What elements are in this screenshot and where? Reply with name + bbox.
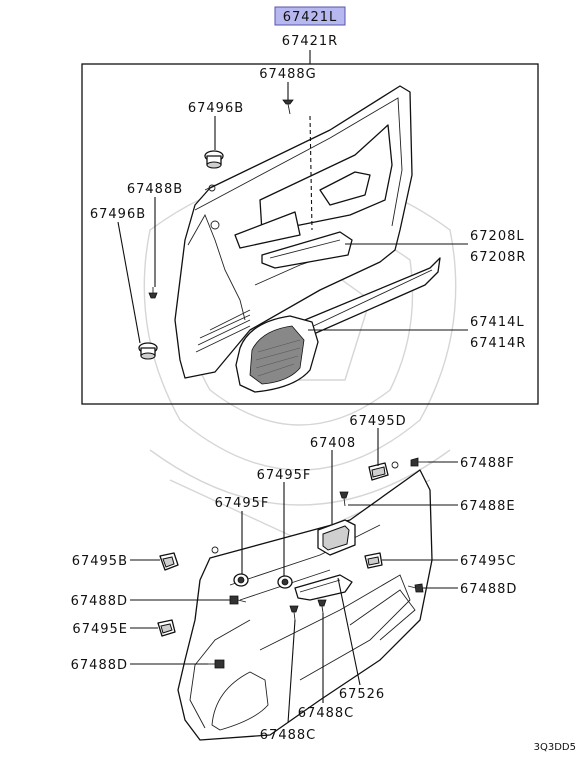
label-67488G[interactable]: 67488G [259, 67, 316, 82]
label-67408[interactable]: 67408 [310, 436, 356, 451]
label-67208L[interactable]: 67208L [470, 229, 525, 244]
label-67414L[interactable]: 67414L [470, 315, 525, 330]
lower-labels: 67495D 67408 67488F 67495F 67495F 67488E… [71, 414, 517, 743]
speaker-grille-strip [235, 257, 441, 393]
label-67488D-right[interactable]: 67488D [460, 582, 517, 597]
label-67414R[interactable]: 67414R [470, 336, 526, 351]
door-trim-panel [174, 85, 413, 379]
door-panel-inner [177, 461, 433, 741]
label-67526[interactable]: 67526 [339, 687, 385, 702]
label-67495D[interactable]: 67495D [349, 414, 406, 429]
lower-fasteners [157, 457, 428, 669]
label-67495F-upper[interactable]: 67495F [257, 468, 312, 483]
label-67495E[interactable]: 67495E [72, 622, 128, 637]
assembly-frame [81, 63, 539, 405]
label-67488D-left-upper[interactable]: 67488D [71, 594, 128, 609]
label-67495C[interactable]: 67495C [460, 554, 516, 569]
label-67488F[interactable]: 67488F [460, 456, 515, 471]
upper-labels: 67488G 67496B 67488B 67496B 67208L 67208… [90, 67, 526, 351]
label-67488B[interactable]: 67488B [127, 182, 183, 197]
label-67488D-left-lower[interactable]: 67488D [71, 658, 128, 673]
pull-handle [261, 231, 353, 269]
header: 67421L 67421R [274, 6, 346, 64]
label-67208R[interactable]: 67208R [470, 250, 526, 265]
inside-handle-assy [294, 519, 356, 601]
highlight-box [274, 6, 346, 26]
upper-fasteners [138, 99, 313, 360]
label-67495B[interactable]: 67495B [72, 554, 128, 569]
assembly-part-number[interactable]: 67421R [282, 34, 338, 49]
label-67488C-upper[interactable]: 67488C [298, 706, 354, 721]
label-67495F-lower[interactable]: 67495F [215, 496, 270, 511]
highlight-part-number[interactable]: 67421L [283, 10, 338, 25]
diagram-code: 3Q3DD5 [534, 742, 576, 753]
label-67488E[interactable]: 67488E [460, 499, 516, 514]
lower-leaders [130, 428, 458, 724]
label-67496B-top[interactable]: 67496B [188, 101, 244, 116]
label-67496B-left[interactable]: 67496B [90, 207, 146, 222]
upper-leaders [117, 82, 468, 344]
label-67488C-lower[interactable]: 67488C [260, 728, 316, 743]
